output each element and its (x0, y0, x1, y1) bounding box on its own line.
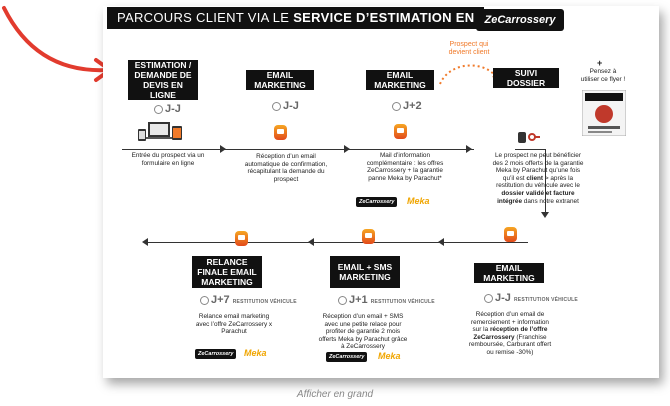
step-suivi-title: SUIVI DOSSIER (493, 68, 559, 88)
mobile-email-icon (274, 125, 287, 140)
step-remerciement-title: EMAIL MARKETING (474, 263, 544, 283)
prospect-label: Prospect qui devient client (448, 41, 490, 56)
step-suivi-desc: Le prospect ne peut bénéficier des 2 moi… (492, 152, 584, 205)
step-relance-title: RELANCE FINALE EMAIL MARKETING (192, 256, 262, 288)
clock-icon (484, 293, 493, 303)
flow-arrow (438, 238, 444, 246)
step-email-title: EMAIL MARKETING (246, 70, 314, 90)
clock-icon (154, 104, 163, 114)
step-email2-title: EMAIL MARKETING (366, 70, 434, 90)
zecarrossery-mini-logo: ZeCarrossery (356, 197, 398, 207)
flow-line-dotted (146, 242, 186, 243)
flow-line-row1b (515, 149, 545, 150)
mobile-email-icon (235, 231, 248, 246)
zecarrossery-mini-logo: ZeCarrossery (326, 352, 368, 362)
flow-arrow-down (541, 212, 549, 218)
red-arrow-decoration (2, 6, 112, 82)
car-key-icon (518, 132, 540, 143)
step-estimation-title: ESTIMATION / DEMANDE DE DEVIS EN LIGNE (128, 60, 198, 100)
view-larger-link[interactable]: Afficher en grand (296, 389, 374, 400)
clock-icon (272, 101, 281, 111)
zecarrossery-logo: ZeCarrossery (476, 9, 564, 31)
meka-logo: Meka (244, 348, 267, 358)
flyer-image (582, 90, 626, 136)
meka-logo: Meka (378, 351, 401, 361)
step-remerciement-time: J-J RESTITUTION VÉHICULE (484, 292, 578, 304)
flyer-label: Pensez à utiliser ce flyer ! (580, 68, 626, 83)
flow-line-down (545, 149, 546, 215)
flyer-plus: + (597, 58, 603, 68)
step-sms-desc: Réception d’un email + SMS avec une peti… (318, 313, 408, 351)
flow-arrow-end (142, 238, 148, 246)
step-sms-time: J+1 RESTITUTION VÉHICULE (338, 294, 435, 306)
flow-line-row1 (122, 149, 474, 150)
flow-arrow (344, 145, 350, 153)
step-email2-desc: Mail d’information complémentaire : les … (366, 152, 444, 182)
step-email-time: J-J (272, 100, 299, 112)
meka-logo: Meka (407, 196, 430, 206)
mobile-email-icon (504, 227, 517, 242)
flow-line-row2 (148, 242, 528, 243)
clock-icon (338, 295, 347, 305)
clock-icon (392, 101, 401, 111)
flow-arrow (308, 238, 314, 246)
clock-icon (200, 295, 209, 305)
zecarrossery-mini-logo: ZeCarrossery (195, 349, 237, 359)
page-title: PARCOURS CLIENT VIA LE SERVICE D’ESTIMAT… (107, 7, 519, 29)
step-relance-desc: Relance email marketing avec l’offre ZeC… (195, 313, 273, 336)
step-relance-time: J+7 RESTITUTION VÉHICULE (200, 294, 297, 306)
mobile-email-icon (394, 124, 407, 139)
step-estimation-time: J-J (154, 103, 181, 115)
step-sms-title: EMAIL + SMS MARKETING (330, 256, 400, 288)
flow-arrow (466, 145, 472, 153)
mobile-email-icon (362, 229, 375, 244)
step-estimation-desc: Entrée du prospect via un formulaire en … (131, 152, 205, 167)
step-email-desc: Réception d’un email automatique de conf… (244, 153, 328, 183)
step-email2-time: J+2 (392, 100, 422, 112)
step-remerciement-desc: Réception d’un email de remerciement + i… (468, 311, 552, 356)
flow-arrow (220, 145, 226, 153)
devices-icon (138, 122, 182, 141)
